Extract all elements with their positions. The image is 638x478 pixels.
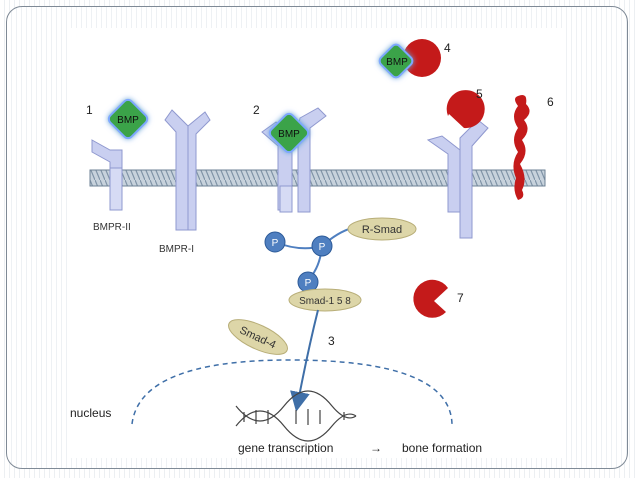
label-3: 3 [328, 334, 335, 348]
phospho-label-3: P [305, 278, 312, 289]
cell-membrane [89, 169, 546, 187]
label-5: 5 [476, 87, 483, 101]
phospho-label-2: P [319, 242, 326, 253]
smad-158-label: Smad-1 5 8 [299, 296, 351, 307]
flow-arrow: → [370, 441, 382, 455]
r-smad-label: R-Smad [362, 224, 402, 236]
bmp-ligand-1: BMP [107, 98, 149, 140]
bmpr2-label: BMPR-II [93, 222, 131, 233]
nucleus-boundary [131, 359, 453, 425]
nucleus-label: nucleus [70, 406, 111, 420]
bmp-label-1: BMP [117, 115, 139, 126]
phospho-label-1: P [272, 238, 279, 249]
label-2: 2 [253, 103, 260, 117]
label-7: 7 [457, 291, 464, 305]
bmp-antagonist-complex-4: BMP [378, 39, 441, 79]
bmpr1-receptor [164, 109, 211, 231]
label-1: 1 [86, 103, 93, 117]
bmp-ligand-2: BMP [268, 112, 310, 154]
dna-helix [235, 390, 357, 442]
bmpr2-receptor [91, 139, 123, 211]
bmp-label-4: BMP [386, 57, 408, 68]
membrane-antagonist-6 [513, 95, 530, 200]
label-4: 4 [444, 41, 451, 55]
bmp-label-2: BMP [278, 129, 300, 140]
antagonist-7 [413, 279, 448, 318]
gene-transcription-label: gene transcription [238, 441, 333, 455]
bmpr1-label: BMPR-I [159, 244, 194, 255]
bone-formation-label: bone formation [402, 441, 482, 455]
antagonist-5 [446, 90, 485, 129]
label-6: 6 [547, 95, 554, 109]
smad-pathway: P P P R-Smad Smad-1 5 8 Smad-4 [228, 217, 417, 412]
